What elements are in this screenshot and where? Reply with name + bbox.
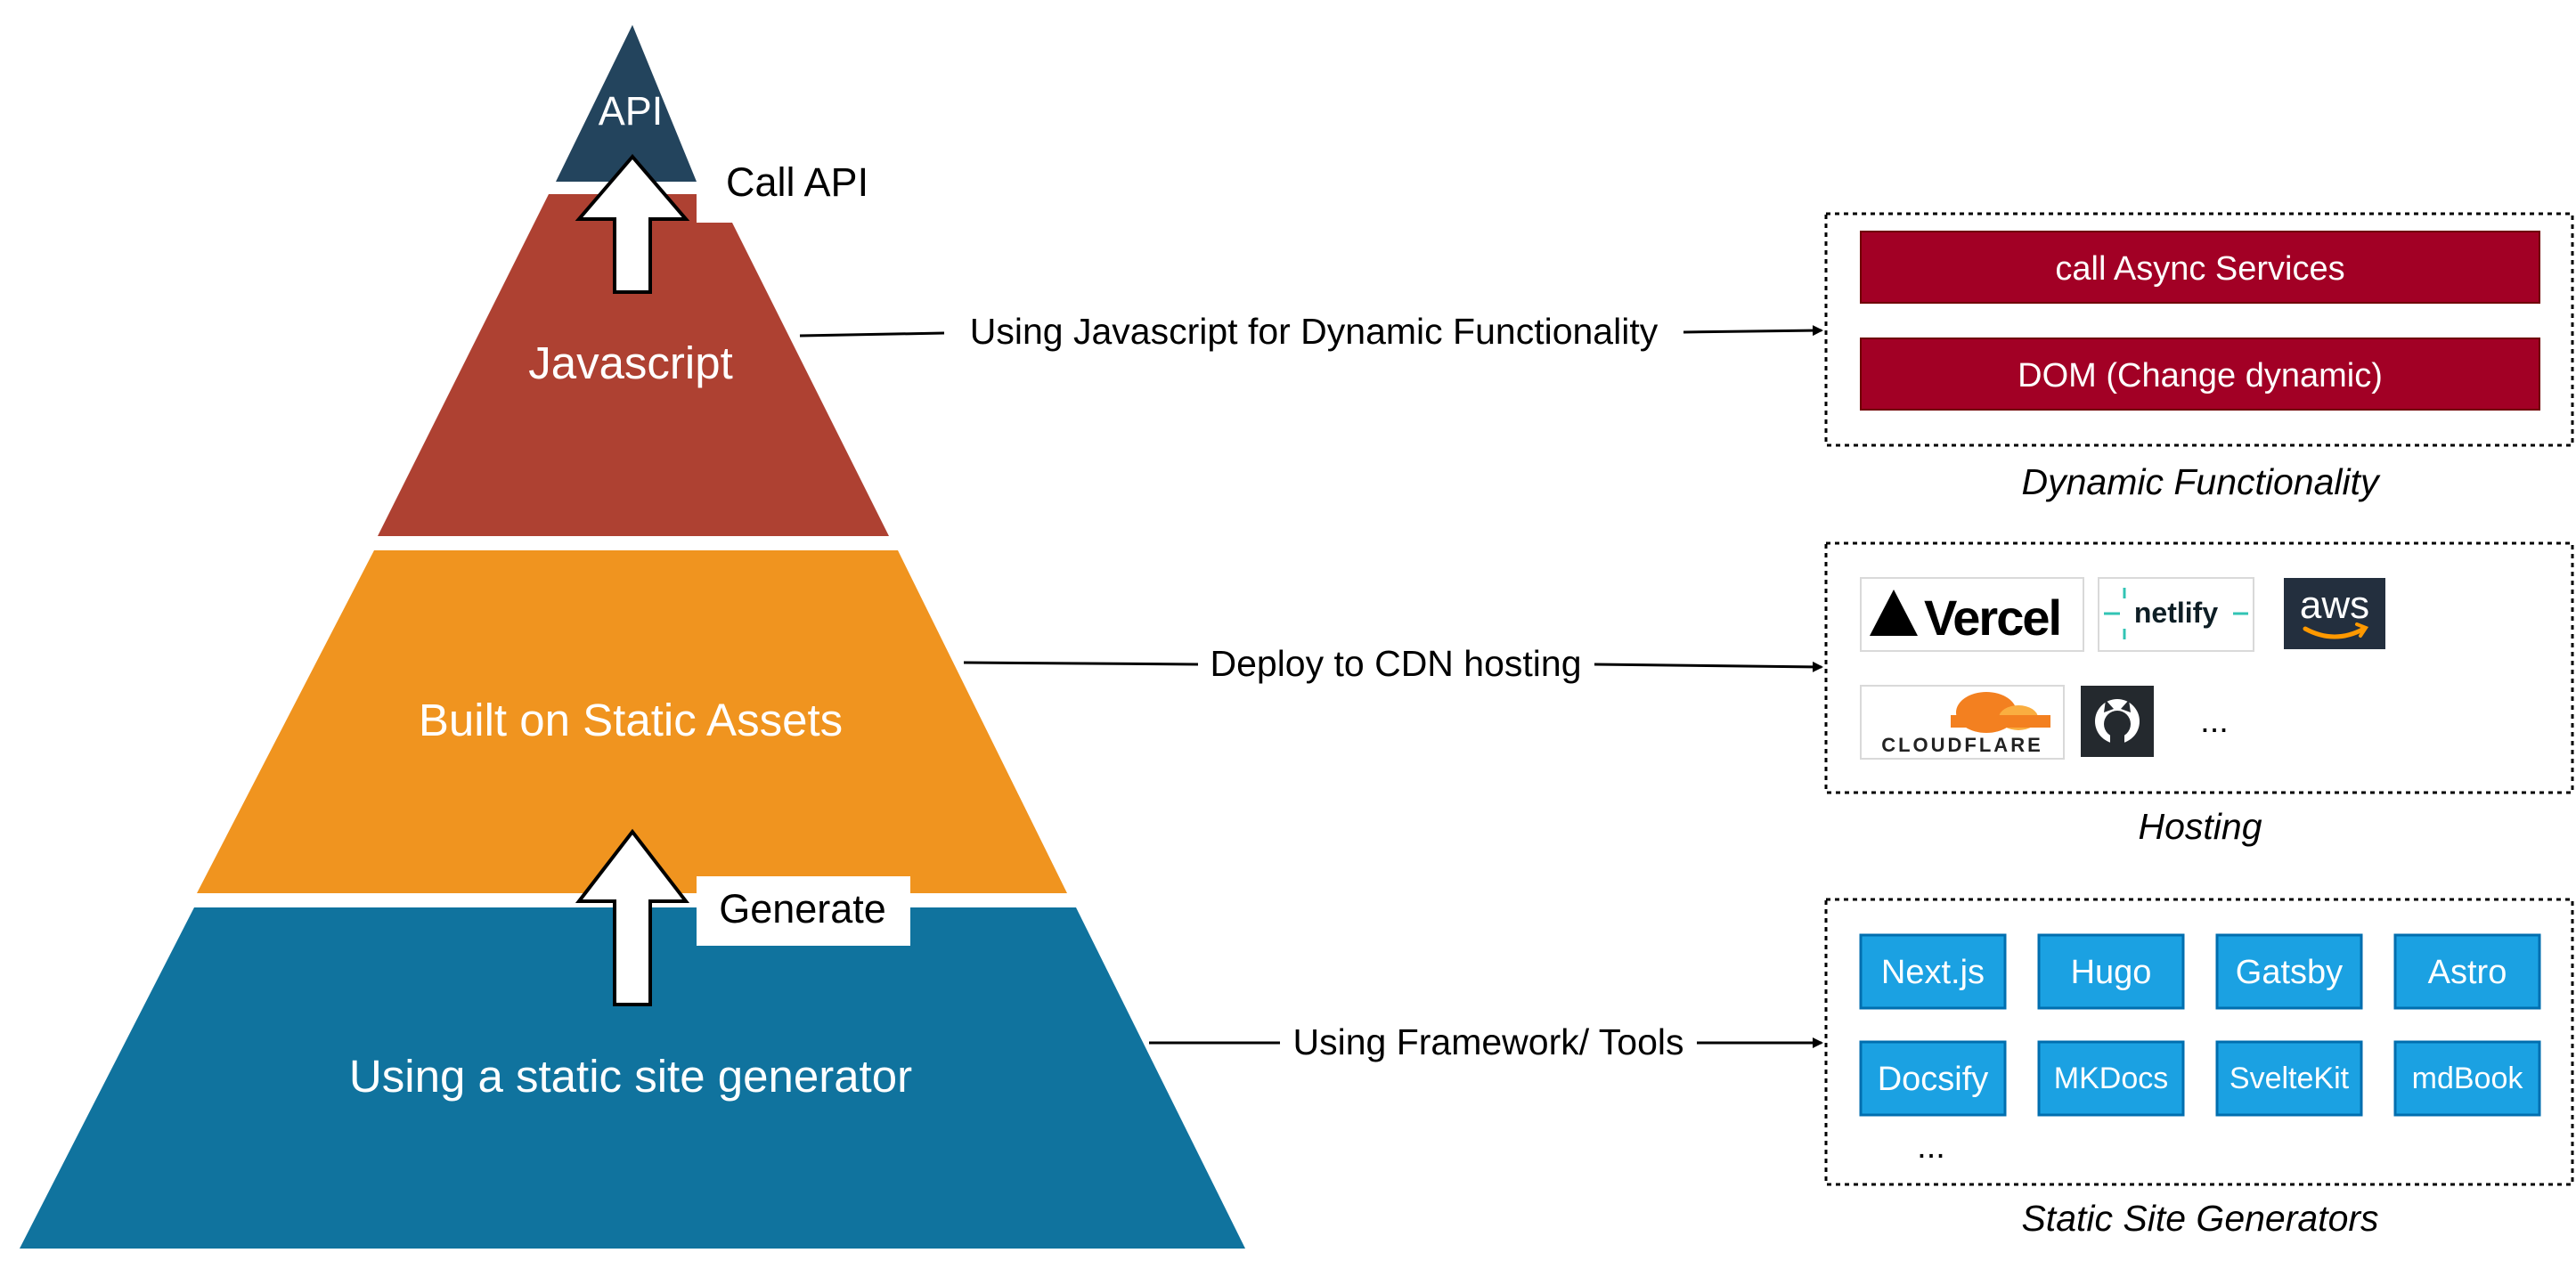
javascript-connector-label: Using Javascript for Dynamic Functionali… xyxy=(970,311,1659,352)
cdn-connector-label: Deploy to CDN hosting xyxy=(1210,643,1581,684)
ssg-label-mkdocs: MKDocs xyxy=(2054,1062,2168,1095)
async-services-label: call Async Services xyxy=(2055,250,2344,288)
api-label: API xyxy=(599,88,664,134)
javascript-connector-left xyxy=(799,331,945,338)
ssg-label-mdbook: mdBook xyxy=(2412,1062,2524,1095)
ssg-label-sveltekit: SvelteKit xyxy=(2230,1062,2350,1095)
call-api-arrow-icon xyxy=(575,153,690,294)
ssg-box-sveltekit xyxy=(2215,1040,2363,1117)
hosting-caption: Hosting xyxy=(2138,806,2262,847)
cdn-connector-left xyxy=(963,661,1199,666)
async-services-box xyxy=(1860,231,2540,304)
vercel-logo-text: Vercel xyxy=(1924,590,2060,646)
framework-connector-label: Using Framework/ Tools xyxy=(1293,1021,1684,1062)
ssg-more-label: ... xyxy=(1917,1128,1945,1166)
ssg-label-nextjs: Next.js xyxy=(1881,954,1985,991)
cdn-connector-right xyxy=(1594,661,1823,672)
aws-logo-text: aws xyxy=(2300,583,2369,627)
pyramid-api-tier xyxy=(556,25,697,182)
pyramid-javascript-tier xyxy=(378,194,889,536)
pyramid-static-assets-tier xyxy=(197,550,1067,893)
cloudflare-logo-text: CLOUDFLARE xyxy=(1881,734,2043,756)
ssg-box-astro xyxy=(2393,933,2541,1010)
netlify-logo: netlify xyxy=(2098,577,2254,652)
javascript-connector-right xyxy=(1683,325,1823,337)
ssg-label-docsify: Docsify xyxy=(1878,1061,1989,1098)
ssg-box-nextjs xyxy=(1859,933,2007,1010)
static-site-generator-label: Using a static site generator xyxy=(349,1051,912,1102)
static-assets-label: Built on Static Assets xyxy=(419,695,843,745)
github-logo xyxy=(2081,686,2154,757)
generate-arrow-icon xyxy=(575,828,690,1006)
ssg-label-hugo: Hugo xyxy=(2071,954,2152,991)
netlify-logo-text: netlify xyxy=(2134,597,2218,629)
ssg-box-mdbook xyxy=(2393,1040,2541,1117)
dom-change-box xyxy=(1860,338,2540,411)
ssg-row-2: Docsify MKDocs SvelteKit mdBook xyxy=(1859,1040,2541,1117)
javascript-label: Javascript xyxy=(528,338,733,388)
dynamic-functionality-caption: Dynamic Functionality xyxy=(2021,461,2381,502)
dom-change-label: DOM (Change dynamic) xyxy=(2018,357,2383,395)
ssg-box-gatsby xyxy=(2215,933,2363,1010)
ssg-label-gatsby: Gatsby xyxy=(2236,954,2343,991)
ssg-box-hugo xyxy=(2037,933,2185,1010)
ssg-box-mkdocs xyxy=(2037,1040,2185,1117)
hosting-more-label: ... xyxy=(2200,703,2229,740)
call-api-label: Call API xyxy=(726,159,868,205)
generate-label-background xyxy=(697,876,910,946)
vercel-logo: Vercel xyxy=(1860,577,2084,652)
ssg-row-1: Next.js Hugo Gatsby Astro xyxy=(1859,933,2541,1010)
ssg-box-docsify xyxy=(1859,1040,2007,1117)
static-site-generators-caption: Static Site Generators xyxy=(2021,1198,2378,1239)
aws-logo: aws xyxy=(2284,578,2385,649)
generate-label: Generate xyxy=(719,886,886,932)
pyramid-generator-tier xyxy=(20,907,1245,1249)
cloudflare-logo: CLOUDFLARE xyxy=(1860,685,2065,760)
ssg-label-astro: Astro xyxy=(2428,954,2507,991)
